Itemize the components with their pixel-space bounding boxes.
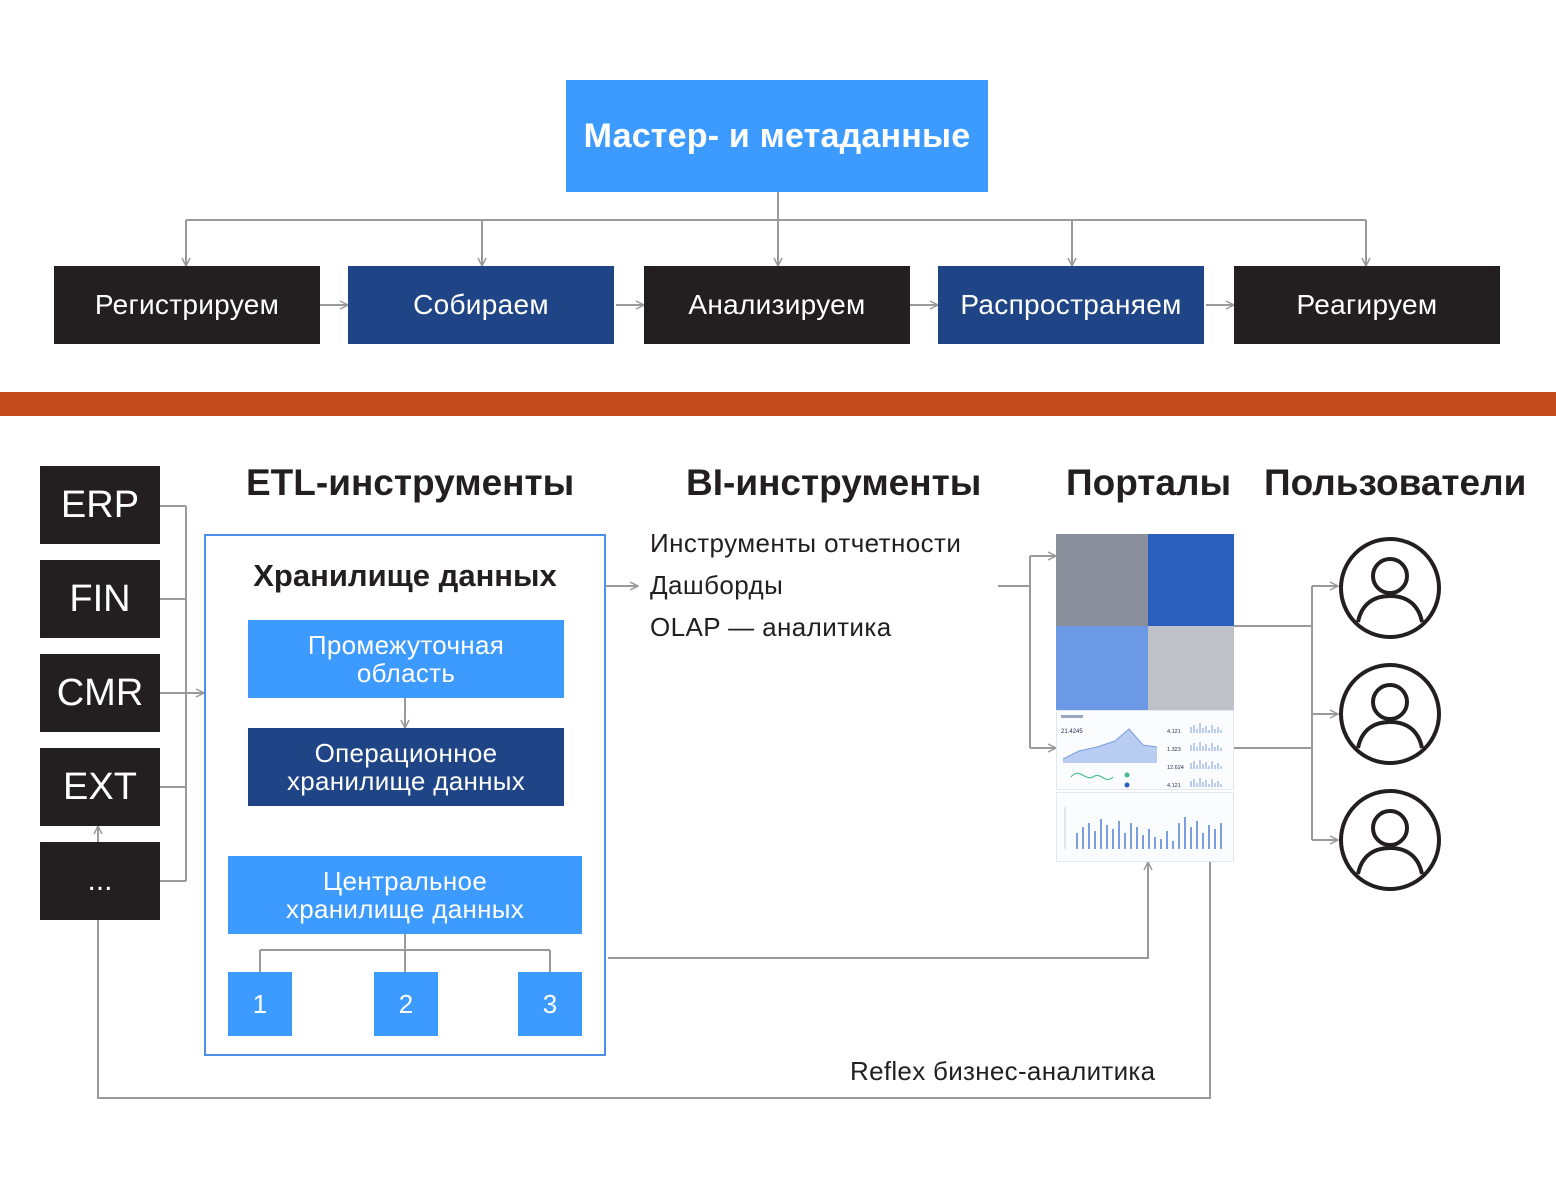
heading-etl: ETL-инструменты	[246, 462, 575, 503]
dashboard-preview-bottom	[1056, 792, 1234, 862]
step-register: Регистрируем	[54, 266, 320, 344]
dashboard-bar-chart	[1064, 807, 1222, 849]
footer-label: Reflex бизнес-аналитика	[850, 1056, 1156, 1086]
etl-frame	[204, 534, 606, 1056]
portal-tile-lightgray	[1148, 626, 1234, 718]
source-more: ...	[40, 842, 160, 920]
dash-value-2: 1.323	[1167, 747, 1181, 753]
source-fin: FIN	[40, 560, 160, 638]
dash-main-value: 21.4245	[1061, 729, 1083, 735]
data-mart-2: 2	[374, 972, 438, 1036]
storage-title: Хранилище данных	[253, 558, 557, 593]
dash-value-4: 4.121	[1167, 783, 1181, 789]
heading-bi: BI-инструменты	[686, 462, 982, 503]
staging-area: Промежуточная область	[248, 620, 564, 698]
central-storage: Центральное хранилище данных	[228, 856, 582, 934]
portal-tile-lightblue	[1056, 626, 1148, 718]
source-erp: ERP	[40, 466, 160, 544]
bi-item-olap: OLAP — аналитика	[650, 612, 892, 642]
data-mart-1: 1	[228, 972, 292, 1036]
dash-value-3: 12.624	[1167, 765, 1184, 771]
user-icon	[1338, 662, 1442, 771]
step-analyze: Анализируем	[644, 266, 910, 344]
heading-users: Пользователи	[1264, 462, 1527, 503]
bi-item-reporting: Инструменты отчетности	[650, 528, 962, 558]
user-icon	[1338, 788, 1442, 897]
data-mart-3: 3	[518, 972, 582, 1036]
bi-item-dashboards: Дашборды	[650, 570, 784, 600]
step-distribute: Распространяем	[938, 266, 1204, 344]
portal-tile-gray	[1056, 534, 1148, 626]
step-react: Реагируем	[1234, 266, 1500, 344]
section-divider	[0, 392, 1556, 416]
user-icon	[1338, 536, 1442, 645]
dashboard-preview-top: 21.4245 4.121 1.323 12.624 4.121	[1056, 710, 1234, 790]
operational-storage: Операционное хранилище данных	[248, 728, 564, 806]
master-metadata-box: Мастер- и метаданные	[566, 80, 988, 192]
dashboard-mini-chart: 21.4245 4.121 1.323 12.624 4.121	[1061, 715, 1222, 789]
portal-tile-blue	[1148, 534, 1234, 626]
dash-value-1: 4.121	[1167, 729, 1181, 735]
heading-portals: Порталы	[1066, 462, 1232, 503]
source-ext: EXT	[40, 748, 160, 826]
source-cmr: CMR	[40, 654, 160, 732]
step-collect: Собираем	[348, 266, 614, 344]
